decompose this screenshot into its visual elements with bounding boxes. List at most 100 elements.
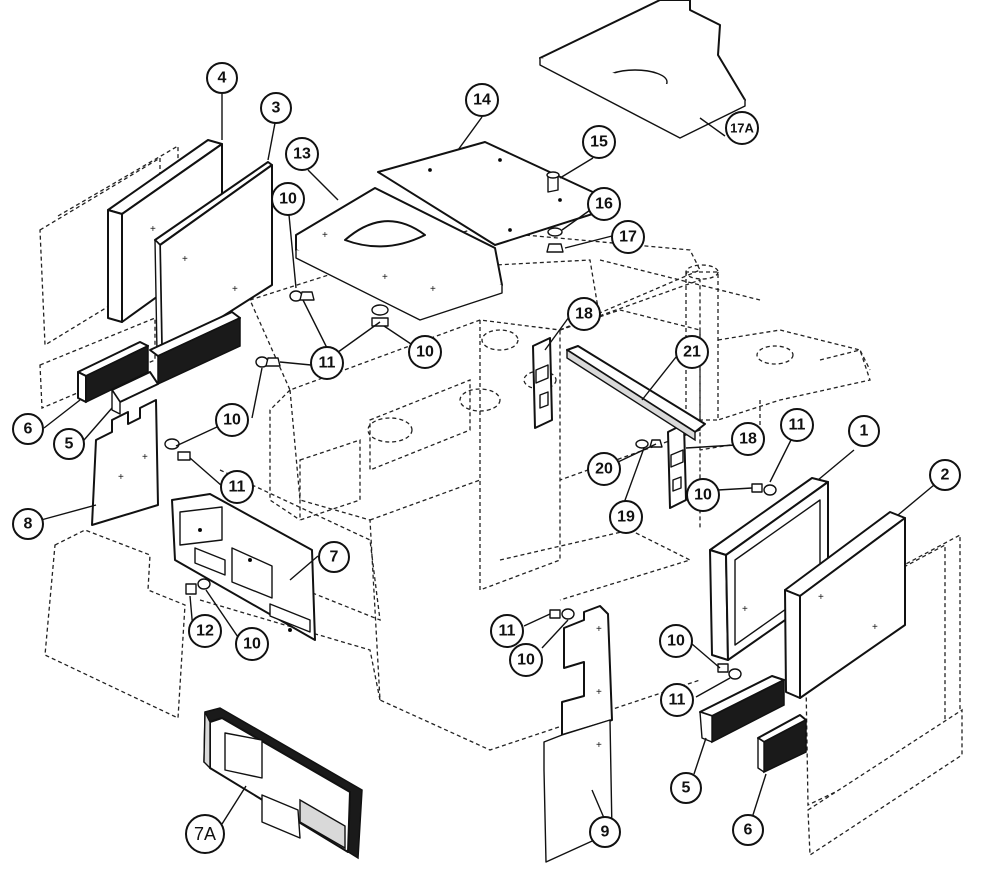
part-7a-dash-panel bbox=[203, 707, 363, 860]
callout-18-lower: 18 bbox=[731, 422, 765, 456]
svg-text:7A: 7A bbox=[194, 824, 216, 844]
part-16-washer bbox=[547, 227, 563, 237]
svg-text:+: + bbox=[118, 472, 124, 483]
callout-7a: 7A bbox=[185, 814, 225, 854]
part-8-side-foam: + + bbox=[91, 399, 159, 526]
callout-15: 15 bbox=[582, 125, 616, 159]
svg-text:11: 11 bbox=[789, 417, 806, 434]
svg-text:9: 9 bbox=[601, 824, 610, 841]
svg-text:5: 5 bbox=[682, 780, 691, 797]
callout-6-left: 6 bbox=[12, 413, 44, 445]
part-2-right-panel: + + bbox=[784, 511, 906, 699]
svg-text:10: 10 bbox=[667, 633, 685, 650]
svg-text:+: + bbox=[818, 592, 824, 603]
callout-10-b: 10 bbox=[408, 335, 442, 369]
svg-text:10: 10 bbox=[694, 487, 712, 504]
svg-text:3: 3 bbox=[272, 100, 281, 117]
svg-text:6: 6 bbox=[744, 822, 753, 839]
callout-13: 13 bbox=[285, 137, 319, 171]
callout-19: 19 bbox=[609, 500, 643, 534]
callout-18-upper: 18 bbox=[567, 297, 601, 331]
callout-17: 17 bbox=[611, 220, 645, 254]
callout-7: 7 bbox=[318, 541, 350, 573]
svg-text:+: + bbox=[596, 624, 602, 635]
svg-text:10: 10 bbox=[517, 652, 535, 669]
svg-text:+: + bbox=[322, 230, 328, 241]
svg-text:+: + bbox=[142, 452, 148, 463]
svg-text:6: 6 bbox=[24, 421, 33, 438]
callout-2: 2 bbox=[929, 459, 961, 491]
svg-text:5: 5 bbox=[65, 436, 74, 453]
callout-10-a: 10 bbox=[271, 182, 305, 216]
svg-text:17: 17 bbox=[619, 229, 637, 246]
callout-6-right: 6 bbox=[732, 814, 764, 846]
svg-text:+: + bbox=[150, 224, 156, 235]
part-1-right-panel: + bbox=[709, 477, 829, 661]
svg-text:11: 11 bbox=[319, 355, 336, 372]
callout-5-left: 5 bbox=[53, 428, 85, 460]
svg-text:+: + bbox=[596, 687, 602, 698]
callout-1: 1 bbox=[848, 415, 880, 447]
svg-text:13: 13 bbox=[293, 146, 311, 163]
part-3-rear-panel: + + bbox=[154, 161, 273, 356]
part-17-nut bbox=[546, 243, 564, 253]
callout-11-e: 11 bbox=[660, 683, 694, 717]
svg-text:14: 14 bbox=[473, 92, 491, 109]
svg-text:1: 1 bbox=[860, 423, 869, 440]
callout-11-a: 11 bbox=[310, 346, 344, 380]
callout-10-c: 10 bbox=[215, 403, 249, 437]
part-13-floor-mat: + + + bbox=[295, 187, 503, 321]
part-15-bolt bbox=[546, 171, 560, 193]
callout-21: 21 bbox=[675, 335, 709, 369]
part-6-left-block bbox=[77, 341, 149, 404]
svg-text:11: 11 bbox=[669, 692, 686, 709]
svg-text:20: 20 bbox=[595, 461, 613, 478]
svg-text:+: + bbox=[232, 284, 238, 295]
svg-text:12: 12 bbox=[196, 623, 214, 640]
callout-12: 12 bbox=[188, 614, 222, 648]
svg-text:16: 16 bbox=[595, 196, 613, 213]
callout-17a: 17A bbox=[725, 111, 759, 145]
callout-10-g: 10 bbox=[659, 624, 693, 658]
svg-text:+: + bbox=[596, 740, 602, 751]
part-7-dash-panel bbox=[171, 493, 316, 641]
svg-text:21: 21 bbox=[683, 344, 701, 361]
svg-text:11: 11 bbox=[499, 623, 516, 640]
callout-16: 16 bbox=[587, 187, 621, 221]
part-6-right-block bbox=[757, 714, 807, 774]
svg-text:+: + bbox=[382, 272, 388, 283]
svg-text:10: 10 bbox=[416, 344, 434, 361]
part-18-bracket-lower bbox=[667, 423, 687, 509]
callout-11-c: 11 bbox=[780, 408, 814, 442]
callout-9: 9 bbox=[589, 816, 621, 848]
svg-text:+: + bbox=[742, 604, 748, 615]
svg-text:10: 10 bbox=[279, 191, 297, 208]
callout-20: 20 bbox=[587, 452, 621, 486]
part-5-right-seal bbox=[699, 675, 785, 744]
callout-3: 3 bbox=[260, 92, 292, 124]
svg-text:19: 19 bbox=[617, 509, 635, 526]
svg-text:18: 18 bbox=[575, 306, 593, 323]
part-18-bracket-upper bbox=[532, 337, 553, 429]
svg-text:18: 18 bbox=[739, 431, 757, 448]
callout-14: 14 bbox=[465, 83, 499, 117]
svg-text:17A: 17A bbox=[730, 121, 754, 136]
callout-4: 4 bbox=[206, 62, 238, 94]
svg-text:10: 10 bbox=[243, 636, 261, 653]
part-21-support-bar bbox=[566, 345, 706, 442]
part-5-left-seal bbox=[111, 311, 241, 415]
svg-text:11: 11 bbox=[229, 479, 246, 496]
svg-text:4: 4 bbox=[218, 70, 227, 87]
svg-text:+: + bbox=[430, 284, 436, 295]
callout-11-b: 11 bbox=[220, 470, 254, 504]
callout-11-d: 11 bbox=[490, 614, 524, 648]
svg-text:10: 10 bbox=[223, 412, 241, 429]
hardware-washers-nuts bbox=[164, 290, 777, 680]
part-17a-cover-plate bbox=[539, 0, 746, 139]
callout-10-f: 10 bbox=[509, 643, 543, 677]
svg-text:+: + bbox=[182, 254, 188, 265]
callout-5-right: 5 bbox=[670, 772, 702, 804]
svg-text:+: + bbox=[872, 622, 878, 633]
callout-8: 8 bbox=[12, 508, 44, 540]
